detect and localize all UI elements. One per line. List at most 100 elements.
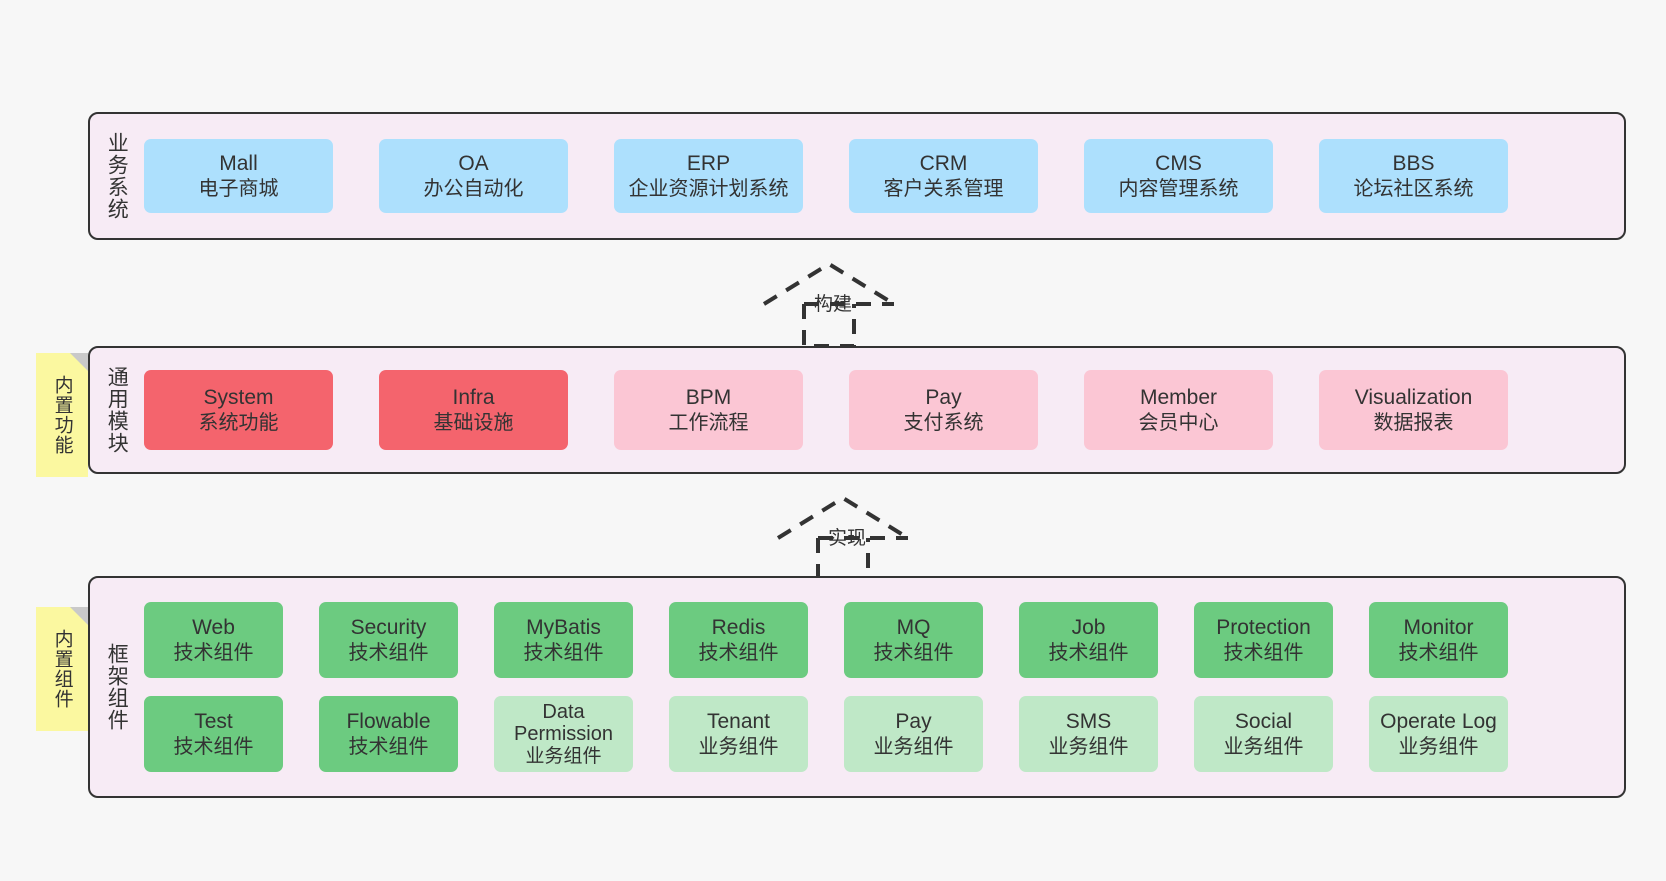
node-subtitle: 基础设施	[433, 411, 514, 434]
node-title: Visualization	[1354, 386, 1473, 409]
node-bpm[interactable]: BPM 工作流程	[614, 370, 803, 450]
node-subtitle: 技术组件	[173, 735, 254, 758]
business-node-row: Mall 电子商城 OA 办公自动化 ERP 企业资源计划系统 CRM 客户关系…	[144, 139, 1612, 213]
node-cms[interactable]: CMS 内容管理系统	[1084, 139, 1273, 213]
node-subtitle: 电子商城	[198, 177, 279, 200]
node-title: Operate Log	[1380, 710, 1497, 733]
node-test[interactable]: Test 技术组件	[144, 696, 283, 772]
node-crm[interactable]: CRM 客户关系管理	[849, 139, 1038, 213]
node-protection[interactable]: Protection 技术组件	[1194, 602, 1333, 678]
node-subtitle: 业务组件	[698, 735, 779, 758]
node-title: Security	[350, 616, 427, 639]
node-subtitle: 企业资源计划系统	[628, 177, 789, 200]
framework-node-row-2: Test 技术组件 Flowable 技术组件 Data Permission …	[144, 696, 1612, 772]
node-web[interactable]: Web 技术组件	[144, 602, 283, 678]
node-title: CMS	[1155, 152, 1202, 175]
node-system[interactable]: System 系统功能	[144, 370, 333, 450]
node-title: Tenant	[706, 710, 771, 733]
node-subtitle: 支付系统	[903, 411, 984, 434]
node-subtitle: 会员中心	[1138, 411, 1219, 434]
node-oa[interactable]: OA 办公自动化	[379, 139, 568, 213]
node-flowable[interactable]: Flowable 技术组件	[319, 696, 458, 772]
module-node-row: System 系统功能 Infra 基础设施 BPM 工作流程 Pay 支付系统…	[144, 370, 1612, 450]
connector-implement-label: 实现	[828, 528, 867, 549]
node-title: MyBatis	[526, 616, 601, 639]
node-title: Web	[192, 616, 235, 639]
node-subtitle: 工作流程	[668, 411, 749, 434]
node-title: BBS	[1392, 152, 1435, 175]
connector-build: 构建	[758, 258, 908, 348]
node-subtitle: 业务组件	[873, 735, 954, 758]
node-subtitle: 论坛社区系统	[1353, 177, 1474, 200]
node-title: Monitor	[1403, 616, 1474, 639]
node-title: Member	[1139, 386, 1218, 409]
node-title: ERP	[686, 152, 731, 175]
node-infra[interactable]: Infra 基础设施	[379, 370, 568, 450]
node-title: OA	[458, 152, 489, 175]
node-data-permission[interactable]: Data Permission 业务组件	[494, 696, 633, 772]
layer-framework-component-title: 框架组件	[105, 643, 129, 731]
layer-business-system: 业务系统 Mall 电子商城 OA 办公自动化 ERP 企业资源计划系统 CRM…	[88, 112, 1626, 240]
node-mq[interactable]: MQ 技术组件	[844, 602, 983, 678]
layer-business-system-title: 业务系统	[105, 132, 129, 220]
node-job[interactable]: Job 技术组件	[1019, 602, 1158, 678]
node-title: Infra	[452, 386, 495, 409]
node-mall[interactable]: Mall 电子商城	[144, 139, 333, 213]
node-subtitle: 技术组件	[348, 735, 429, 758]
node-subtitle: 技术组件	[1223, 641, 1304, 664]
node-subtitle: 技术组件	[348, 641, 429, 664]
node-member[interactable]: Member 会员中心	[1084, 370, 1273, 450]
layer-framework-component: 框架组件 Web 技术组件 Security 技术组件 MyBatis 技术组件…	[88, 576, 1626, 798]
node-erp[interactable]: ERP 企业资源计划系统	[614, 139, 803, 213]
note-builtin-component-label: 内置组件	[51, 629, 73, 709]
node-pay-component[interactable]: Pay 业务组件	[844, 696, 983, 772]
node-security[interactable]: Security 技术组件	[319, 602, 458, 678]
node-subtitle: 数据报表	[1373, 411, 1454, 434]
node-title: Job	[1071, 616, 1106, 639]
node-title: Pay	[895, 710, 932, 733]
node-subtitle: 业务组件	[1223, 735, 1304, 758]
layer-business-system-body: Mall 电子商城 OA 办公自动化 ERP 企业资源计划系统 CRM 客户关系…	[142, 114, 1624, 238]
node-subtitle: 业务组件	[525, 745, 602, 767]
node-monitor[interactable]: Monitor 技术组件	[1369, 602, 1508, 678]
node-title: Protection	[1216, 616, 1311, 639]
node-subtitle: 技术组件	[523, 641, 604, 664]
node-visualization[interactable]: Visualization 数据报表	[1319, 370, 1508, 450]
node-redis[interactable]: Redis 技术组件	[669, 602, 808, 678]
framework-node-row-1: Web 技术组件 Security 技术组件 MyBatis 技术组件 Redi…	[144, 602, 1612, 678]
node-operate-log[interactable]: Operate Log 业务组件	[1369, 696, 1508, 772]
node-pay-module[interactable]: Pay 支付系统	[849, 370, 1038, 450]
node-title: MQ	[896, 616, 931, 639]
layer-common-module: 通用模块 System 系统功能 Infra 基础设施 BPM 工作流程 Pay…	[88, 346, 1626, 474]
node-title: Data Permission	[514, 700, 613, 746]
node-tenant[interactable]: Tenant 业务组件	[669, 696, 808, 772]
node-title: BPM	[685, 386, 732, 409]
layer-common-module-body: System 系统功能 Infra 基础设施 BPM 工作流程 Pay 支付系统…	[142, 348, 1624, 472]
note-builtin-feature: 内置功能	[36, 353, 88, 477]
connector-build-label: 构建	[814, 294, 853, 315]
layer-common-module-title: 通用模块	[105, 366, 129, 454]
node-subtitle: 办公自动化	[423, 177, 524, 200]
node-title: SMS	[1065, 710, 1112, 733]
node-sms[interactable]: SMS 业务组件	[1019, 696, 1158, 772]
node-subtitle: 业务组件	[1048, 735, 1129, 758]
node-subtitle: 技术组件	[698, 641, 779, 664]
node-mybatis[interactable]: MyBatis 技术组件	[494, 602, 633, 678]
note-builtin-component: 内置组件	[36, 607, 88, 731]
node-bbs[interactable]: BBS 论坛社区系统	[1319, 139, 1508, 213]
node-subtitle: 业务组件	[1398, 735, 1479, 758]
node-title: CRM	[919, 152, 968, 175]
node-social[interactable]: Social 业务组件	[1194, 696, 1333, 772]
node-title: Test	[194, 710, 233, 733]
node-subtitle: 技术组件	[1398, 641, 1479, 664]
node-subtitle: 内容管理系统	[1118, 177, 1239, 200]
layer-framework-component-body: Web 技术组件 Security 技术组件 MyBatis 技术组件 Redi…	[142, 578, 1624, 796]
node-title: Pay	[925, 386, 962, 409]
node-title: Mall	[219, 152, 258, 175]
node-subtitle: 系统功能	[198, 411, 279, 434]
node-subtitle: 客户关系管理	[883, 177, 1004, 200]
node-subtitle: 技术组件	[1048, 641, 1129, 664]
node-subtitle: 技术组件	[873, 641, 954, 664]
connector-implement: 实现	[772, 492, 922, 582]
